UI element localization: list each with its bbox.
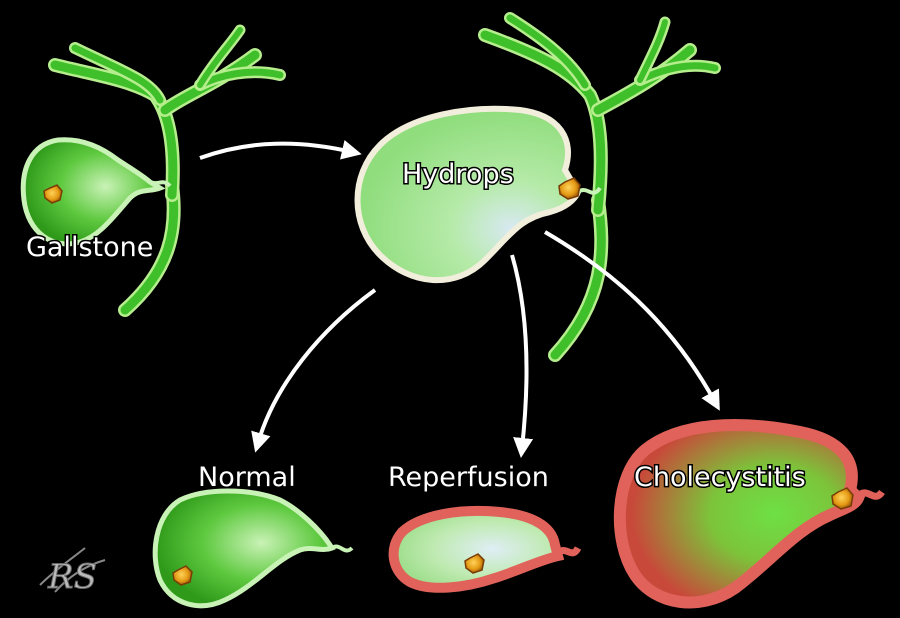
reperfusion-gallbladder (388, 505, 582, 593)
label-cholecystitis: Cholecystitis (634, 462, 806, 493)
label-hydrops: Hydrops (402, 159, 514, 190)
arrow-hydrops-to-reperfusion (510, 254, 534, 458)
arrow-gallstone-to-hydrops (199, 140, 362, 160)
hydrops-stone (558, 177, 581, 200)
label-gallstone: Gallstone (26, 232, 153, 263)
logo-text: RS (47, 557, 97, 597)
normal-stone (172, 565, 193, 586)
left-biliary-duct (48, 24, 286, 317)
label-normal: Normal (198, 462, 296, 493)
cholecystitis-gallbladder (613, 419, 885, 609)
rs-logo: RS (39, 547, 106, 598)
arrow-hydrops-to-normal (251, 288, 377, 453)
gallstone-stone (43, 184, 63, 204)
arrow-hydrops-to-cholecystitis (543, 230, 720, 411)
gallstone-gallbladder (20, 137, 172, 247)
normal-gallbladder (152, 488, 354, 609)
hydrops-gallbladder (354, 105, 602, 283)
label-reperfusion: Reperfusion (388, 462, 549, 493)
right-biliary-duct (478, 12, 721, 362)
cholecystitis-stone (831, 487, 854, 510)
reperfusion-stone (464, 553, 485, 574)
